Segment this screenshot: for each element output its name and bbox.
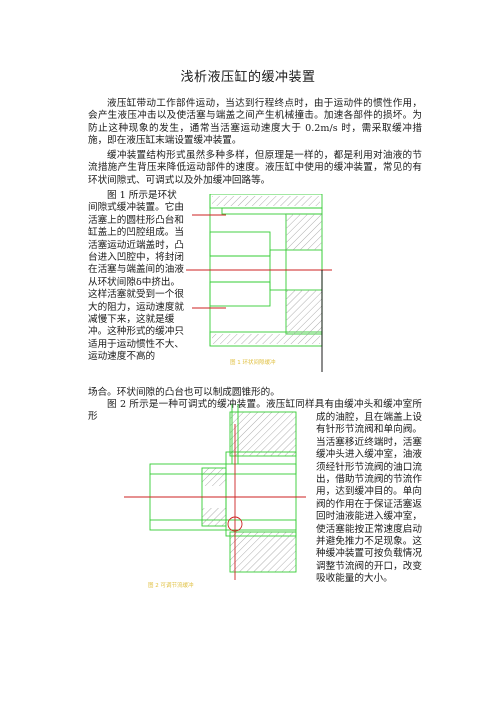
paragraph-fig2-first-line: 图 2 所示是一种可调式的缓冲装置。液压缸同样具有由缓冲头和缓冲室所形: [88, 399, 422, 423]
figure-1-caption: 图 1 环状间隙缓冲: [230, 358, 276, 366]
paragraph-principle: 缓冲装置结构形式虽然多种多样，但原理是一样的，都是利用对油液的节流措施产生背压来…: [88, 150, 422, 186]
paragraph-fig1-tail: 场合。环状间隙的凸台也可以制成圆锥形的。: [88, 387, 280, 398]
paragraph-fig1-description: 图 1 所示是环状间隙式缓冲装置。它由活塞上的圆柱形凸台和缸盖上的凹腔组成。当活…: [88, 190, 184, 363]
paragraph-intro: 液压缸带动工作部件运动，当达到行程终点时，由于运动件的惯性作用，会产生液压冲击以…: [88, 98, 422, 147]
paragraph-fig2-description: 成的油腔，且在端盖上设有针形节流阀和单向阀。当活塞移近终端时，活塞缓冲头进入缓冲…: [316, 412, 422, 585]
page-title: 浅析液压缸的缓冲装置: [180, 70, 316, 85]
figure-2-adjustable-cushion: 图 2 可调节流缓冲: [124, 404, 306, 589]
figure-2-caption: 图 2 可调节流缓冲: [148, 581, 194, 589]
figure-1-annular-gap-cushion: 图 1 环状间隙缓冲: [186, 194, 332, 372]
